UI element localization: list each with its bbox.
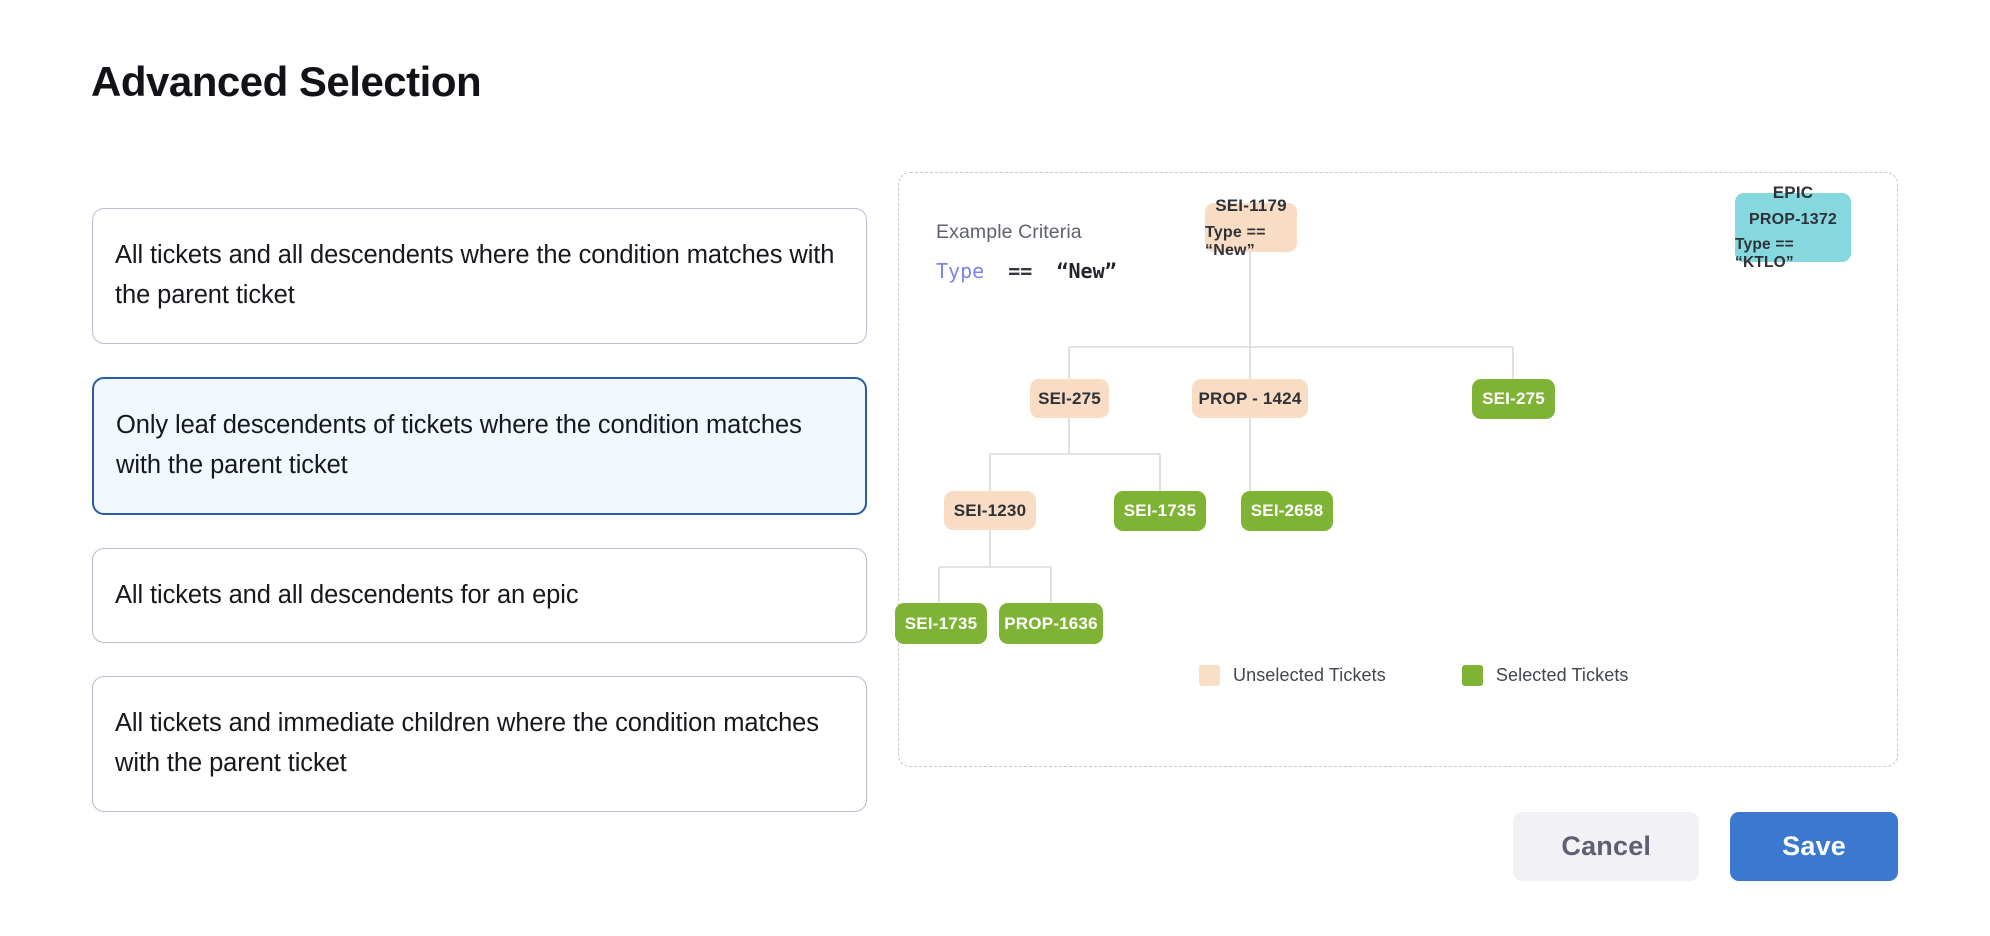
option-label: All tickets and all descendents where th… [115,241,835,309]
legend-item-unselected: Unselected Tickets [1199,665,1386,686]
option-label: All tickets and immediate children where… [115,709,819,777]
selected-swatch-icon [1461,665,1483,686]
unselected-swatch-icon [1199,665,1220,686]
selection-options-list: All tickets and all descendents where th… [92,208,867,845]
option-card-epic-descendents[interactable]: All tickets and all descendents for an e… [92,548,867,643]
ticket-id: SEI-275 [1482,389,1545,408]
ticket-node-sei-2658[interactable]: SEI-2658 [1241,491,1333,531]
ticket-id: SEI-2658 [1250,501,1324,520]
criteria-expression: Type == “New” [936,259,1117,283]
ticket-node-sei-1230[interactable]: SEI-1230 [944,491,1036,530]
ticket-node-sei-1179[interactable]: SEI-1179 Type == “New” [1205,196,1297,259]
ticket-condition: Type == “New” [1205,223,1266,259]
option-label: All tickets and all descendents for an e… [115,581,579,609]
ticket-id: PROP - 1424 [1198,388,1302,408]
ticket-node-sei-275-a[interactable]: SEI-275 [1030,379,1109,418]
ticket-id: SEI-1179 [1215,195,1287,215]
ticket-node-prop-1636[interactable]: PROP-1636 [999,603,1103,644]
legend-item-selected: Selected Tickets [1461,665,1629,686]
criteria-field: Type [936,259,985,283]
ticket-id: SEI-1230 [953,500,1027,520]
criteria-value: “New” [1056,259,1117,283]
option-card-leaf-descendents[interactable]: Only leaf descendents of tickets where t… [92,377,867,515]
option-label: Only leaf descendents of tickets where t… [116,411,802,479]
diagram-legend: Unselected Tickets Selected Tickets [1199,665,1629,686]
ticket-id: SEI-275 [1038,388,1101,408]
save-button[interactable]: Save [1730,812,1898,881]
page-title: Advanced Selection [91,58,482,105]
criteria-operator: == [1008,259,1033,283]
ticket-node-sei-275-b[interactable]: SEI-275 [1472,379,1555,419]
legend-label: Unselected Tickets [1233,665,1386,685]
option-card-immediate-children[interactable]: All tickets and immediate children where… [92,676,867,812]
option-card-all-descendents[interactable]: All tickets and all descendents where th… [92,208,867,344]
ticket-id: SEI-1735 [904,613,978,633]
dialog-footer: Cancel Save [1513,812,1898,881]
cancel-button[interactable]: Cancel [1513,812,1700,881]
ticket-id: PROP-1372 [1748,211,1838,228]
ticket-id: SEI-1735 [1123,501,1197,520]
ticket-node-epic-prop-1372[interactable]: EPIC PROP-1372 Type == “KTLO” [1735,183,1851,271]
legend-label: Selected Tickets [1495,665,1629,685]
ticket-node-sei-1735-a[interactable]: SEI-1735 [1114,491,1206,531]
ticket-id: PROP-1636 [1004,613,1098,633]
ticket-node-prop-1424[interactable]: PROP - 1424 [1192,379,1308,418]
example-diagram-panel: Example Criteria Type == “New” [895,172,1898,767]
tree-connectors [938,252,1514,603]
epic-badge: EPIC [1772,183,1814,202]
ticket-condition: Type == “KTLO” [1735,236,1794,271]
criteria-label: Example Criteria [936,221,1082,243]
ticket-node-sei-1735-b[interactable]: SEI-1735 [895,603,987,644]
